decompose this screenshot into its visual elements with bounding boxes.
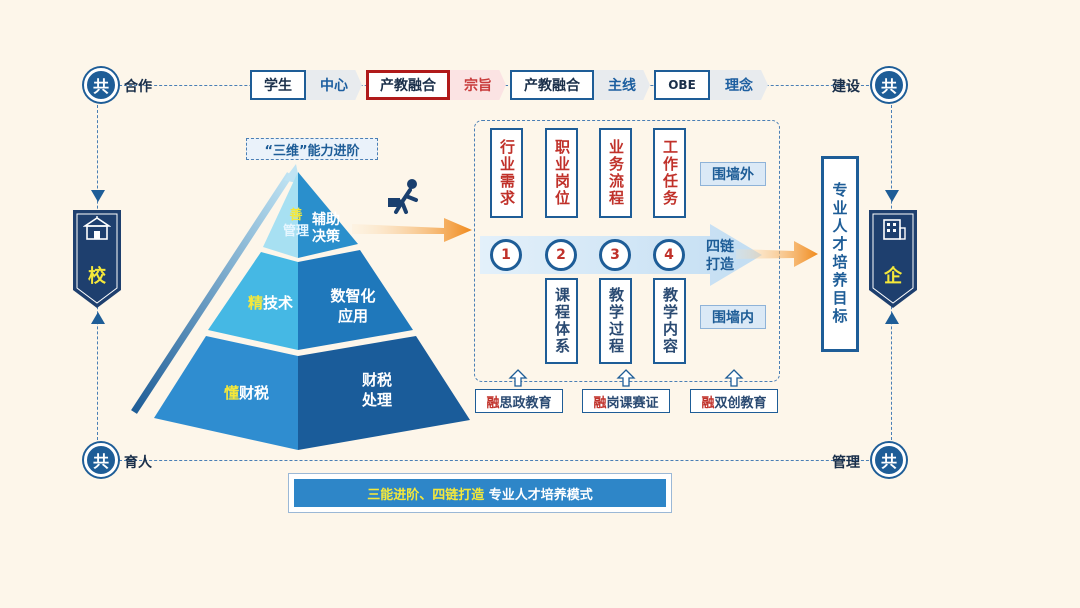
chain-top-col-4: 工作任务 [653,128,686,218]
outside-wall-tag: 围墙外 [700,162,766,186]
bottom-banner: 三能进阶、四链打造 专业人才培养模式 [294,479,666,507]
tier2-right-label: 数智化应用 [330,287,376,325]
chain-top-col-2: 职业岗位 [545,128,578,218]
running-person-icon [388,179,418,214]
orange-arrow-left [352,218,472,242]
chain-num-4: 4 [653,239,685,271]
tier3-rest: 财税 [239,384,270,402]
chain-top-col-3: 业务流程 [599,128,632,218]
top-tag-concept: 理念 [710,70,768,100]
left-arrow-up-icon [91,312,105,324]
left-arrow-down-icon [91,190,105,202]
top-tag-center: 中心 [306,70,362,100]
up-arrow-1-icon [508,369,528,387]
chain-bottom-col-1: 课程体系 [545,278,578,364]
bottom-tag-post-course: 融岗课赛证 [582,389,670,413]
inside-wall-tag: 围墙内 [700,305,766,329]
top-box-industry-edu-1: 产教融合 [366,70,450,100]
outer-frame-bottom [104,460,889,461]
bottom-tag-innovation: 融双创教育 [690,389,778,413]
tier1-rest: 管理 [282,224,309,239]
banner-part2: 专业人才培养模式 [484,487,593,503]
label-guanli: 管理 [832,455,860,471]
top-tag-purpose: 宗旨 [450,70,506,100]
goal-box: 专业人才培养目标 [821,156,859,352]
bottom-tag-post-course-text: 岗课赛证 [606,395,659,411]
tier1-right-label: 辅助决策 [312,212,340,245]
tier3-left-label: 懂财税 [224,382,269,403]
enterprise-label: 企 [884,266,902,287]
up-arrow-3-icon [724,369,744,387]
chain-bottom-col-2: 教学过程 [599,278,632,364]
top-tag-mainline: 主线 [594,70,650,100]
bottom-tag-innovation-text: 双创教育 [714,395,767,411]
enterprise-building-icon [883,219,906,240]
label-yuren: 育人 [124,455,152,471]
pyramid-graphic [131,164,470,450]
label-jianshe: 建设 [832,79,860,95]
bottom-tag-innovation-accent: 融 [701,395,715,411]
chain-num-1: 1 [490,239,522,271]
chain-bottom-col-3: 教学内容 [653,278,686,364]
school-banner [73,210,121,308]
tier2-rest: 技术 [263,294,294,312]
chain-top-col-1: 行业需求 [490,128,523,218]
top-box-student: 学生 [250,70,306,100]
up-arrow-2-icon [616,369,636,387]
pyramid-title: “三维”能力进阶 [246,138,378,160]
tier3-right-label: 财税处理 [361,371,392,409]
school-building-icon [83,216,111,240]
tier3-accent: 懂 [224,384,240,402]
tier2-left-label: 精技术 [248,292,293,313]
chain-num-2: 2 [545,239,577,271]
right-arrow-down-icon [885,190,899,202]
gong-badge-bottom-right: 共 [872,443,906,477]
chain-arrow-label: 四链打造 [706,239,734,273]
bottom-tag-ideology-text: 思政教育 [499,395,552,411]
chain-num-3: 3 [599,239,631,271]
banner-part1: 三能进阶、四链打造 [367,487,485,503]
tier1-accent: 善 [289,208,303,223]
top-box-obe: OBE [654,70,710,100]
gong-badge-top-left: 共 [84,68,118,102]
bottom-tag-ideology-accent: 融 [486,395,500,411]
tier2-accent: 精 [248,294,264,312]
gong-badge-bottom-left: 共 [84,443,118,477]
gong-badge-top-right: 共 [872,68,906,102]
orange-arrow-right [736,241,818,267]
tier1-left-label: 善 管理 [276,208,316,240]
bottom-tag-post-course-accent: 融 [593,395,607,411]
bottom-tag-ideology: 融思政教育 [475,389,563,413]
school-label: 校 [88,266,106,287]
label-hezuo: 合作 [124,79,152,95]
top-box-industry-edu-2: 产教融合 [510,70,594,100]
right-arrow-up-icon [885,312,899,324]
